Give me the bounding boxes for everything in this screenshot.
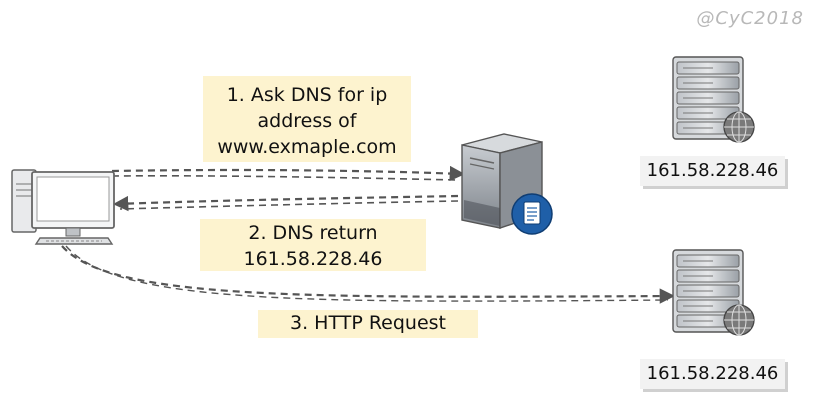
computer-icon xyxy=(11,169,115,245)
web-server-icon xyxy=(672,56,755,143)
top-server-ip-label: 161.58.228.46 xyxy=(640,156,785,186)
step-dns-return-note: 2. DNS return 161.58.228.46 xyxy=(200,219,426,271)
step-http-request-note: 3. HTTP Request xyxy=(258,310,478,338)
step-ask-line-2: address of xyxy=(257,110,357,132)
arrow-dns-return xyxy=(112,194,459,212)
step-return-line-1: 2. DNS return xyxy=(248,222,378,244)
globe-icon xyxy=(723,111,755,143)
globe-icon xyxy=(723,304,755,336)
arrow-ask-dns xyxy=(111,165,466,182)
bottom-server-ip-label: 161.58.228.46 xyxy=(640,359,785,389)
arrow-http-request xyxy=(61,245,676,304)
watermark: @CyC2018 xyxy=(696,8,804,29)
step-ask-line-1: 1. Ask DNS for ip xyxy=(226,84,388,106)
step-return-line-2: 161.58.228.46 xyxy=(243,248,383,270)
document-icon xyxy=(511,193,553,235)
step-ask-dns-note: 1. Ask DNS for ip address of www.exmaple… xyxy=(203,76,411,162)
web-server-icon xyxy=(672,249,755,336)
step-ask-line-3: www.exmaple.com xyxy=(217,136,397,158)
dns-server-icon xyxy=(461,133,553,235)
